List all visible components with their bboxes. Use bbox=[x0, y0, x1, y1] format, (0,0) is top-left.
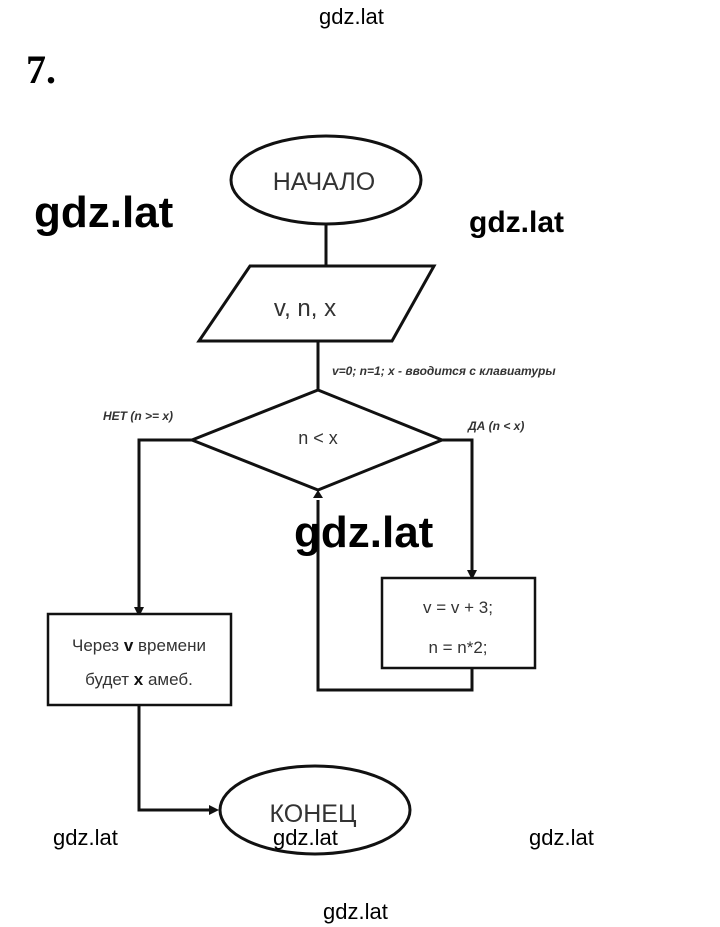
input-parallelogram bbox=[196, 264, 437, 343]
no-branch-line bbox=[134, 438, 192, 617]
decision-label: n < x bbox=[298, 428, 338, 448]
loop-back-arrowhead bbox=[313, 490, 323, 498]
connector-output-end bbox=[137, 705, 219, 815]
watermark-bottom-center: gdz.lat bbox=[273, 825, 338, 850]
output-line-1c: времени bbox=[133, 636, 206, 655]
watermark-top: gdz.lat bbox=[319, 4, 384, 29]
output-var-x: x bbox=[134, 670, 144, 689]
yes-branch-label: ДА (n < x) bbox=[467, 419, 524, 433]
watermark-bottom-right: gdz.lat bbox=[529, 825, 594, 850]
no-branch-label: НЕТ (n >= x) bbox=[103, 409, 173, 423]
process-line-2: n = n*2; bbox=[428, 638, 487, 657]
watermark-right-mid: gdz.lat bbox=[469, 206, 564, 239]
start-label: НАЧАЛО bbox=[273, 168, 376, 196]
yes-branch-line bbox=[442, 438, 477, 580]
output-line-2a: будет bbox=[85, 670, 134, 689]
watermark-left-big: gdz.lat bbox=[34, 188, 174, 237]
output-line-1a: Через bbox=[72, 636, 124, 655]
watermark-bottom-left: gdz.lat bbox=[53, 825, 118, 850]
loop-back-line bbox=[316, 500, 474, 692]
output-var-v: v bbox=[124, 636, 134, 655]
input-label: v, n, x bbox=[274, 295, 336, 322]
task-number: 7. bbox=[26, 47, 56, 92]
watermark-center-big: gdz.lat bbox=[294, 508, 434, 557]
output-line-2: будет x амеб. bbox=[85, 670, 193, 689]
end-terminator bbox=[218, 764, 412, 856]
input-note: v=0; n=1; x - вводится с клавиатуры bbox=[332, 364, 556, 378]
output-line-1: Через v времени bbox=[72, 636, 206, 655]
process-line-1: v = v + 3; bbox=[423, 598, 493, 617]
watermark-footer: gdz.lat bbox=[323, 899, 388, 924]
process-box bbox=[380, 576, 537, 670]
output-line-2c: амеб. bbox=[143, 670, 193, 689]
output-box bbox=[46, 612, 233, 707]
end-label: КОНЕЦ bbox=[270, 800, 357, 828]
